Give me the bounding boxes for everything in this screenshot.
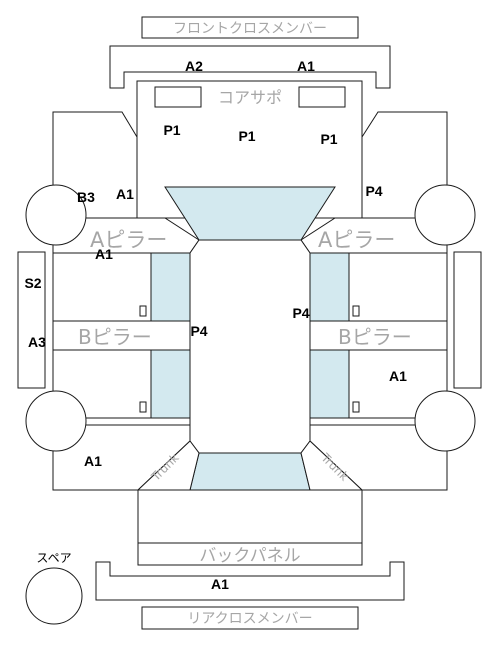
left-front-tire bbox=[25, 184, 87, 246]
a-pillar-right-label: Aピラー bbox=[318, 228, 395, 252]
a-pillar-left-label: Aピラー bbox=[90, 228, 167, 252]
right-front-door-handle bbox=[352, 305, 360, 317]
b-pillar-right: Bピラー bbox=[309, 320, 448, 351]
left-rear-window bbox=[150, 349, 191, 419]
back-panel-label: バックパネル bbox=[199, 546, 300, 566]
rear-cross-member: リアクロスメンバー bbox=[141, 606, 359, 630]
right-front-window bbox=[309, 252, 350, 322]
left-rear-door-handle bbox=[139, 401, 147, 413]
right-rear-door-handle bbox=[352, 401, 360, 413]
right-front-tire bbox=[414, 184, 476, 246]
code-left-fender: A1 bbox=[116, 186, 134, 202]
code-left-front-door: A1 bbox=[95, 246, 113, 262]
roof bbox=[189, 239, 311, 454]
code-right-front-door: P4 bbox=[292, 305, 309, 321]
code-right-fender: P4 bbox=[365, 183, 382, 199]
right-rear-window bbox=[309, 349, 350, 419]
code-rear-member: A1 bbox=[211, 576, 229, 592]
left-front-door-handle bbox=[139, 305, 147, 317]
core-support-left-slot bbox=[154, 86, 202, 108]
left-front-window bbox=[150, 252, 191, 322]
code-right-rear-door: A1 bbox=[389, 368, 407, 384]
trunk bbox=[137, 489, 363, 544]
right-rear-tire bbox=[414, 390, 476, 452]
right-front-door bbox=[348, 252, 448, 322]
back-panel: バックパネル bbox=[137, 542, 363, 566]
spare-tire: スペア bbox=[25, 551, 83, 625]
b-pillar-left: Bピラー bbox=[52, 320, 191, 351]
left-front-door bbox=[52, 252, 152, 322]
code-b3: B3 bbox=[77, 189, 95, 205]
core-support-label: コアサポ bbox=[218, 88, 282, 107]
front-cross-member: フロントクロスメンバー bbox=[141, 16, 359, 39]
windshield bbox=[164, 186, 336, 241]
left-rocker-panel bbox=[17, 251, 46, 389]
rear-window bbox=[189, 452, 311, 491]
spare-label: スペア bbox=[36, 551, 71, 565]
a-pillar-right: Aピラー bbox=[300, 217, 448, 254]
code-core-left: P1 bbox=[163, 122, 180, 138]
code-left-rear: A1 bbox=[84, 453, 102, 469]
code-s2: S2 bbox=[24, 275, 41, 291]
code-front-member-left: A2 bbox=[185, 58, 203, 74]
right-rocker-panel bbox=[453, 251, 482, 389]
code-a3: A3 bbox=[28, 334, 46, 350]
code-left-b-pillar: P4 bbox=[190, 323, 207, 339]
front-bumper bbox=[109, 45, 391, 89]
code-core-right: P1 bbox=[320, 131, 337, 147]
front-cross-member-label: フロントクロスメンバー bbox=[173, 21, 327, 37]
left-rear-tire bbox=[25, 390, 87, 452]
code-core-center: P1 bbox=[238, 128, 255, 144]
damage-codes: A2 A1 P1 P1 P1 B3 A1 P4 A1 S2 A3 P4 P4 A… bbox=[24, 58, 407, 592]
b-pillar-left-label: Bピラー bbox=[78, 325, 152, 349]
code-front-member-right: A1 bbox=[297, 58, 315, 74]
rear-cross-member-label: リアクロスメンバー bbox=[187, 611, 312, 627]
core-support: コアサポ bbox=[154, 86, 346, 108]
core-support-right-slot bbox=[298, 86, 346, 108]
rear-bumper bbox=[95, 561, 405, 601]
b-pillar-right-label: Bピラー bbox=[338, 325, 412, 349]
